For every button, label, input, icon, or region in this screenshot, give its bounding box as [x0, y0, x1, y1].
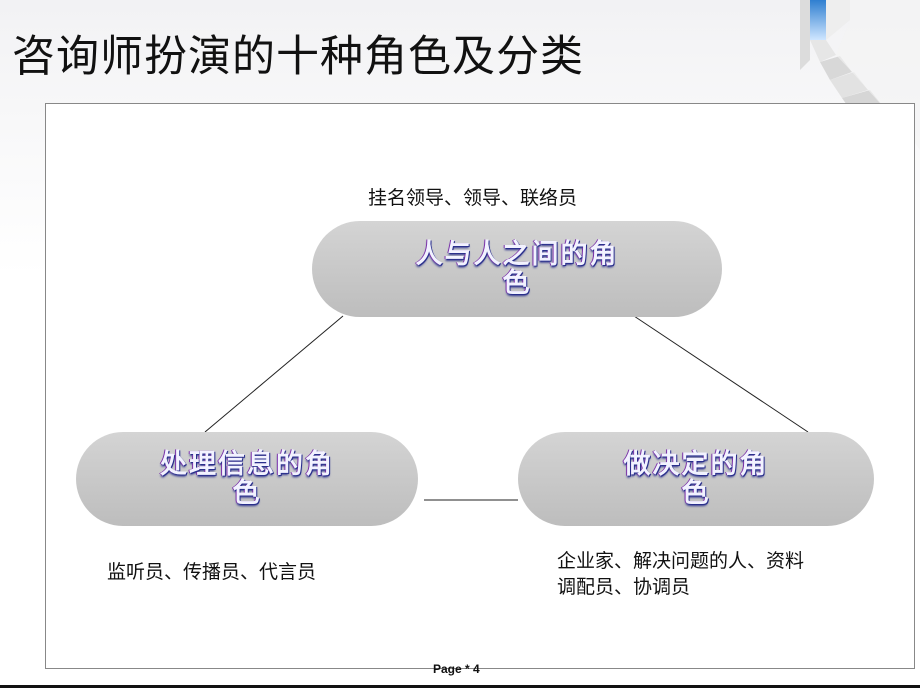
information-role-node: 处理信息的角 色 [76, 432, 418, 526]
node-label-line: 处理信息的角 [160, 449, 334, 480]
footer-divider [0, 685, 920, 688]
node-label-line: 色 [681, 478, 711, 509]
node-label-line: 色 [232, 478, 262, 509]
decision-role-node: 做决定的角 色 [518, 432, 874, 526]
node-label: 做决定的角 色 [624, 450, 769, 508]
decision-roles-caption: 企业家、解决问题的人、资料 调配员、协调员 [557, 548, 804, 600]
caption-line: 企业家、解决问题的人、资料 [557, 550, 805, 572]
information-roles-caption: 监听员、传播员、代言员 [107, 559, 316, 585]
interpersonal-roles-caption: 挂名领导、领导、联络员 [368, 185, 577, 211]
node-label-line: 色 [502, 268, 532, 299]
connector-interpersonal-decision [633, 315, 809, 433]
node-label-line: 人与人之间的角 [415, 239, 619, 270]
caption-line: 监听员、传播员、代言员 [107, 561, 317, 583]
connector-interpersonal-information [204, 315, 344, 433]
page-number: Page * 4 [433, 662, 480, 676]
diagram-frame [45, 103, 915, 669]
caption-line: 调配员、协调员 [557, 576, 691, 598]
interpersonal-role-node: 人与人之间的角 色 [312, 221, 722, 317]
node-label: 处理信息的角 色 [160, 450, 334, 508]
node-label: 人与人之间的角 色 [416, 240, 619, 298]
slide-title: 咨询师扮演的十种角色及分类 [12, 32, 584, 82]
caption-line: 挂名领导、领导、联络员 [368, 187, 578, 209]
node-label-line: 做决定的角 [623, 449, 769, 480]
